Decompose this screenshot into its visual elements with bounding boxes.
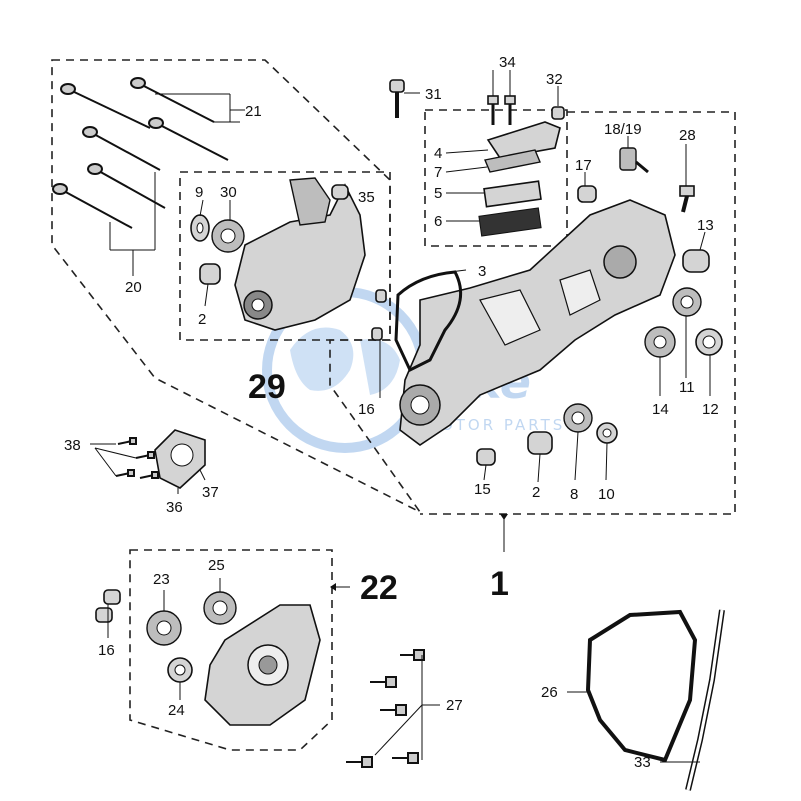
crankcase-main-1 bbox=[399, 199, 676, 446]
callout-16a: 16 bbox=[358, 401, 375, 418]
callout-20: 20 bbox=[125, 279, 142, 296]
leader-lines bbox=[90, 70, 711, 763]
assembly-1-label: 1 bbox=[490, 565, 509, 603]
callout-14: 14 bbox=[652, 401, 669, 418]
screw-28 bbox=[679, 185, 695, 213]
crankcase-half-29 bbox=[234, 177, 366, 331]
bearings-group-22 bbox=[95, 589, 237, 683]
callout-36: 36 bbox=[166, 499, 183, 516]
callout-16b: 16 bbox=[98, 642, 115, 659]
reed-valve-group-outline bbox=[424, 109, 568, 247]
callout-2b: 2 bbox=[532, 484, 540, 501]
callout-37: 37 bbox=[202, 484, 219, 501]
callout-7: 7 bbox=[434, 164, 442, 181]
callout-25: 25 bbox=[208, 557, 225, 574]
dowel-16b bbox=[371, 327, 383, 341]
bush-17 bbox=[577, 185, 597, 203]
dowel-16a bbox=[375, 289, 387, 303]
callout-23: 23 bbox=[153, 571, 170, 588]
callout-9: 9 bbox=[195, 184, 203, 201]
group-29-inner-outline bbox=[179, 171, 391, 341]
stud-bolts bbox=[52, 77, 229, 229]
bolt-31 bbox=[389, 79, 405, 118]
nut-32 bbox=[551, 106, 565, 120]
callout-30: 30 bbox=[220, 184, 237, 201]
callout-4: 4 bbox=[434, 145, 442, 162]
callout-26: 26 bbox=[541, 684, 558, 701]
callout-34: 34 bbox=[499, 54, 516, 71]
reed-valve-parts bbox=[478, 121, 561, 237]
bearings-group-1 bbox=[644, 249, 723, 358]
assembly-29-label: 29 bbox=[248, 368, 286, 406]
assembly-22-label: 22 bbox=[360, 569, 398, 607]
screws-27 bbox=[346, 649, 425, 768]
callout-2a: 2 bbox=[198, 311, 206, 328]
cover-22 bbox=[204, 604, 321, 726]
callout-38: 38 bbox=[64, 437, 81, 454]
sensor-18-19 bbox=[619, 147, 649, 174]
callout-17: 17 bbox=[575, 157, 592, 174]
callout-6: 6 bbox=[434, 213, 442, 230]
callout-5: 5 bbox=[434, 185, 442, 202]
bearings-group-29 bbox=[190, 184, 349, 285]
callout-21: 21 bbox=[245, 103, 262, 120]
bearings-lower bbox=[476, 403, 618, 466]
callout-8: 8 bbox=[570, 486, 578, 503]
callout-24: 24 bbox=[168, 702, 185, 719]
gasket-3 bbox=[394, 270, 463, 373]
callout-27: 27 bbox=[446, 697, 463, 714]
arrow-1 bbox=[500, 514, 508, 520]
callout-10: 10 bbox=[598, 486, 615, 503]
callout-3: 3 bbox=[478, 263, 486, 280]
callout-31: 31 bbox=[425, 86, 442, 103]
callout-35: 35 bbox=[358, 189, 375, 206]
group-29-outline bbox=[51, 59, 421, 513]
callout-13: 13 bbox=[697, 217, 714, 234]
gasket-26 bbox=[585, 609, 698, 763]
callout-32: 32 bbox=[546, 71, 563, 88]
group-1-outline bbox=[420, 111, 736, 515]
intake-manifold-36 bbox=[115, 429, 206, 489]
callout-labels: 34 32 31 21 18/19 28 4 17 7 9 30 35 5 6 … bbox=[64, 54, 719, 771]
arrow-22 bbox=[330, 583, 336, 591]
group-22-outline bbox=[129, 549, 333, 751]
callout-15: 15 bbox=[474, 481, 491, 498]
callout-12: 12 bbox=[702, 401, 719, 418]
callout-11: 11 bbox=[679, 379, 695, 396]
callout-28: 28 bbox=[679, 127, 696, 144]
callout-33: 33 bbox=[634, 754, 651, 771]
watermark-subtitle: MOTOR PARTS bbox=[425, 416, 565, 434]
callout-18-19: 18/19 bbox=[604, 121, 642, 138]
